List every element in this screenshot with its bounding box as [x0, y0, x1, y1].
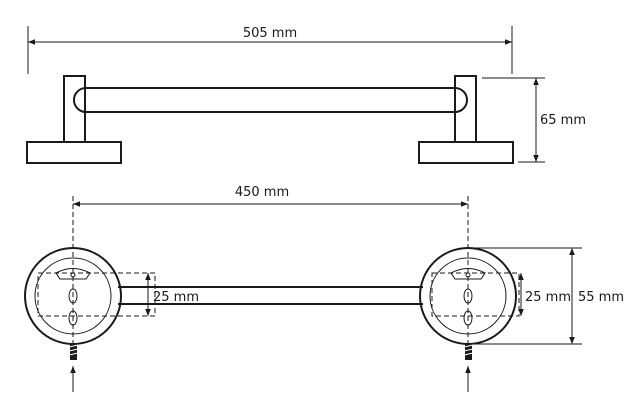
left-base-plate — [26, 141, 122, 164]
left-set-screw-icon — [68, 343, 79, 360]
left-post — [63, 75, 86, 143]
left-bracket-details — [37, 268, 156, 326]
right-base-plate — [418, 141, 514, 164]
dimension-label-overall-length: 505 mm — [243, 26, 297, 41]
top-view: 450 mm 25 mm 25 mm — [24, 185, 624, 392]
right-bracket-clip — [450, 268, 486, 280]
right-post — [454, 75, 477, 143]
dimension-label-center-distance: 450 mm — [235, 185, 289, 200]
dimension-label-rosette-diameter: 55 mm — [578, 290, 624, 305]
dimension-label-fixing-distance: 25 mm — [525, 290, 571, 305]
right-screw-hole-upper — [463, 288, 473, 304]
left-screw-hole-upper — [68, 288, 78, 304]
left-bracket-clip — [55, 268, 91, 280]
right-screw-hole-lower — [463, 310, 473, 326]
left-rosette-inner — [34, 257, 112, 335]
left-fixing-outline — [37, 272, 156, 317]
right-set-screw-icon — [463, 343, 474, 360]
towel-bar — [73, 87, 468, 113]
left-screw-hole-lower — [68, 310, 78, 326]
dimension-label-height: 65 mm — [540, 113, 586, 128]
side-view: 505 mm 65 mm — [26, 26, 586, 164]
dimension-label-bar-width: 25 mm — [153, 290, 199, 305]
right-rosette-inner — [429, 257, 507, 335]
